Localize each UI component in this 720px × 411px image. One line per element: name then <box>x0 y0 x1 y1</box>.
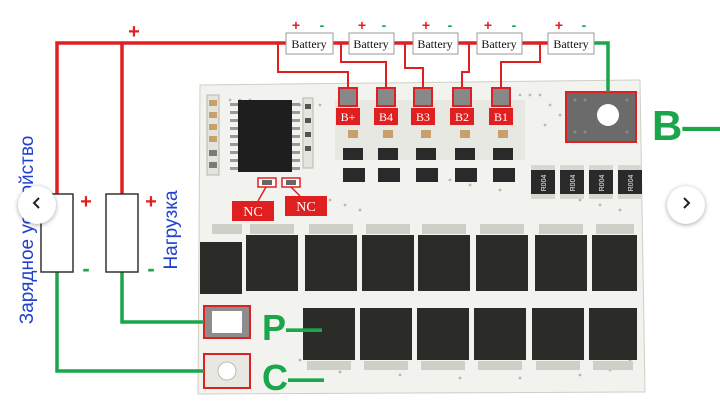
pad-label-b4: B4 <box>379 110 393 124</box>
nc-label: NC <box>243 205 262 220</box>
chevron-left-icon <box>29 195 45 216</box>
load-minus-sign: - <box>147 256 154 281</box>
charger-plus-sign: + <box>80 191 92 213</box>
load-plus-sign: + <box>145 191 157 213</box>
svg-text:-: - <box>382 17 387 33</box>
controller-ic <box>238 100 292 172</box>
resistor-code: R004 <box>599 175 606 192</box>
carousel-prev-button[interactable] <box>18 186 56 224</box>
charger-label: Зарядное устройство <box>17 136 38 325</box>
battery-cell-1: Battery + - <box>285 17 334 55</box>
svg-text:-: - <box>582 17 587 33</box>
p-minus-label: P— <box>262 307 322 348</box>
negative-wiring <box>55 41 610 373</box>
balance-taps <box>277 43 541 88</box>
balance-pads: B+ B4 B3 B2 B1 <box>336 87 513 125</box>
load-box <box>105 193 139 273</box>
battery-cell-4: Battery + - <box>476 17 523 55</box>
svg-text:+: + <box>358 17 366 33</box>
c-minus-label: C— <box>262 357 324 398</box>
nc-labels: NC NC <box>232 186 327 221</box>
b-minus-label: B— <box>652 102 720 149</box>
mosfet-row-top <box>246 235 637 291</box>
battery-label: Battery <box>291 37 326 51</box>
svg-text:-: - <box>512 17 517 33</box>
mount-hole <box>597 104 619 126</box>
battery-chain: Battery + - Battery + - Battery + - Batt… <box>285 17 595 55</box>
svg-text:+: + <box>422 17 430 33</box>
pad-label-b3: B3 <box>416 110 430 124</box>
pad-label-b2: B2 <box>455 110 469 124</box>
svg-text:+: + <box>484 17 492 33</box>
battery-label: Battery <box>481 37 516 51</box>
pcb-board: R004 R004 R004 R004 <box>197 79 646 395</box>
resistor-code: R004 <box>541 175 548 192</box>
svg-text:+: + <box>292 17 300 33</box>
chevron-right-icon <box>678 195 694 216</box>
resistor-code: R004 <box>628 175 635 192</box>
sense-resistors: R004 R004 R004 R004 <box>531 165 642 199</box>
charger-minus-sign: - <box>82 256 89 281</box>
svg-text:-: - <box>320 17 325 33</box>
pad-label-bplus: B+ <box>341 110 356 124</box>
battery-cell-2: Battery + - <box>348 17 395 55</box>
mosfet-row-bottom <box>303 308 637 360</box>
carousel-next-button[interactable] <box>667 186 705 224</box>
battery-label: Battery <box>353 37 388 51</box>
battery-cell-5: Battery + - <box>547 17 595 55</box>
pad-label-b1: B1 <box>494 110 508 124</box>
resistor-code: R004 <box>570 175 577 192</box>
battery-cell-3: Battery + - <box>412 17 459 55</box>
battery-label: Battery <box>553 37 588 51</box>
battery-label: Battery <box>417 37 452 51</box>
positive-wiring <box>55 41 548 194</box>
c-minus-pad <box>203 353 251 389</box>
svg-text:+: + <box>555 17 563 33</box>
main-positive-sign: + <box>128 21 140 43</box>
load-label: Нагрузка <box>161 190 182 270</box>
nc-label: NC <box>296 200 315 215</box>
smd-components-left <box>206 94 314 188</box>
svg-text:-: - <box>448 17 453 33</box>
